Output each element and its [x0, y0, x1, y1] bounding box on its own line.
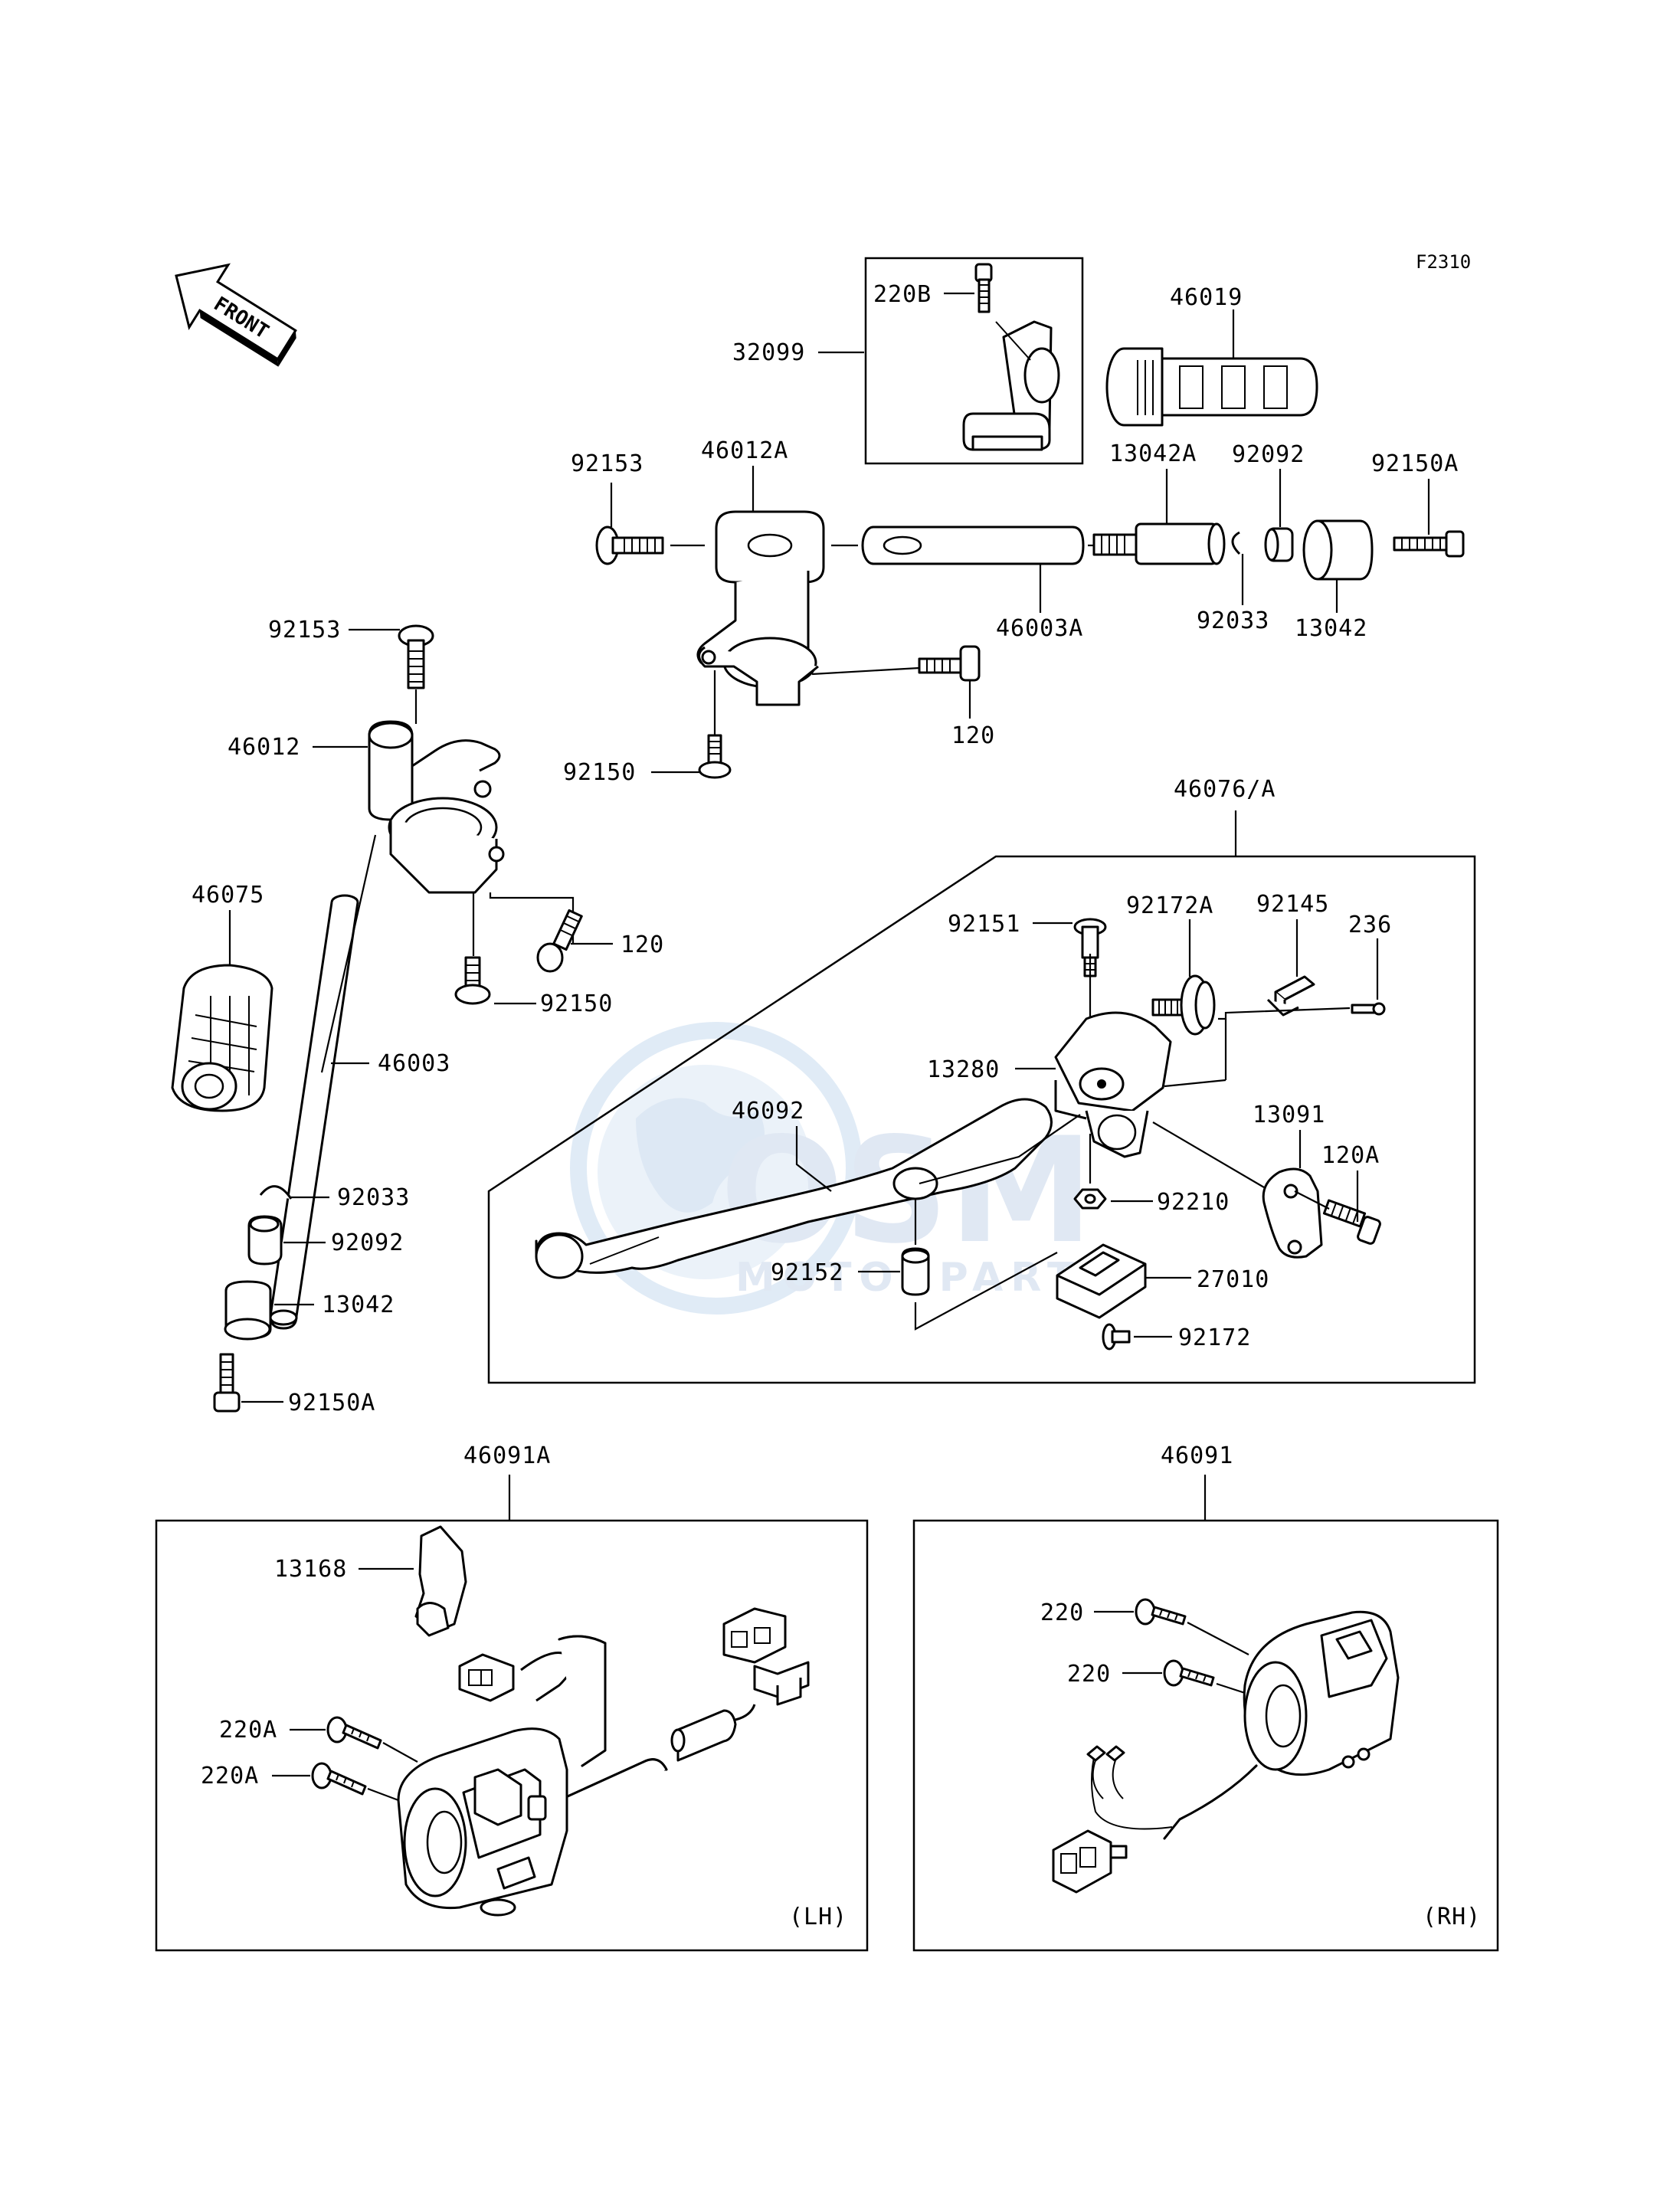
throttle-pulley — [962, 320, 1060, 451]
label-46012A: 46012A — [701, 437, 788, 464]
label-92153-top: 92153 — [571, 450, 644, 477]
screw-220-b — [1163, 1659, 1215, 1687]
rh-side-label: (RH) — [1423, 1904, 1481, 1930]
label-92092-top: 92092 — [1232, 441, 1305, 468]
label-236: 236 — [1348, 912, 1392, 938]
label-32099: 32099 — [732, 339, 805, 366]
clamp-46012 — [368, 720, 505, 894]
screw-220A-a — [326, 1716, 382, 1750]
grip-46075 — [171, 964, 273, 1112]
label-46075: 46075 — [192, 882, 264, 909]
weight-13042A — [1092, 522, 1226, 565]
bolt-120-left — [536, 909, 583, 973]
bolt-92150A-top — [1393, 530, 1465, 558]
label-46092: 46092 — [732, 1098, 804, 1125]
label-220B: 220B — [873, 281, 932, 308]
rh-wiring-harness — [1052, 1745, 1258, 1894]
label-92150-top: 92150 — [563, 759, 636, 786]
label-46003: 46003 — [378, 1050, 450, 1077]
weight-13042-top — [1302, 519, 1374, 581]
bushing-92152 — [901, 1247, 930, 1296]
label-92151: 92151 — [948, 911, 1020, 938]
bar-46003 — [269, 894, 359, 1330]
clutch-lever-box — [487, 855, 1476, 1384]
label-13042A: 13042A — [1109, 440, 1197, 467]
lh-switch-housing — [397, 1727, 568, 1917]
label-92150-left: 92150 — [540, 990, 613, 1017]
label-46091A: 46091A — [463, 1442, 551, 1469]
screw-220A-b — [311, 1762, 367, 1796]
label-92150A-top: 92150A — [1371, 450, 1459, 477]
screw-92172 — [1102, 1323, 1131, 1351]
label-92092-left: 92092 — [331, 1229, 404, 1256]
weight-13042-left — [224, 1280, 272, 1341]
label-46019: 46019 — [1170, 284, 1243, 311]
label-92150A-left: 92150A — [288, 1390, 375, 1416]
label-92033-left: 92033 — [337, 1184, 410, 1211]
label-92172: 92172 — [1178, 1324, 1251, 1351]
label-13280: 13280 — [927, 1056, 1000, 1083]
label-46076A: 46076/A — [1174, 776, 1276, 803]
damper-92092-left — [247, 1215, 283, 1265]
nut-92210 — [1073, 1188, 1107, 1210]
rh-switch-housing — [1243, 1610, 1400, 1776]
bolt-120-top — [918, 645, 981, 682]
label-220-a: 220 — [1040, 1599, 1084, 1626]
lh-switch-box — [155, 1519, 869, 1952]
label-13091: 13091 — [1253, 1102, 1325, 1128]
label-46012: 46012 — [228, 734, 300, 761]
label-92172A: 92172A — [1126, 892, 1213, 919]
clamp-13091 — [1262, 1167, 1323, 1259]
bolt-92151 — [1073, 918, 1107, 977]
label-92153-left: 92153 — [268, 617, 341, 643]
label-46091: 46091 — [1161, 1442, 1233, 1469]
label-46003A: 46003A — [996, 615, 1083, 642]
label-220-b: 220 — [1067, 1661, 1111, 1688]
figure-code: F2310 — [1416, 251, 1471, 273]
screw-236 — [1351, 1002, 1386, 1016]
label-92145: 92145 — [1256, 891, 1329, 918]
label-120-left: 120 — [621, 932, 664, 958]
adjuster-92172A — [1151, 974, 1216, 1036]
grip-46019 — [1105, 347, 1318, 427]
label-13168: 13168 — [274, 1556, 347, 1583]
spring-92145 — [1266, 975, 1315, 1017]
bolt-92150-left — [454, 956, 491, 1005]
switch-27010 — [1056, 1243, 1147, 1319]
label-92210: 92210 — [1157, 1189, 1230, 1216]
bolt-92153-left — [398, 624, 434, 689]
throttle-cable-box — [864, 257, 1084, 465]
front-arrow-icon: FRONT — [175, 263, 297, 367]
label-13042-top: 13042 — [1295, 615, 1367, 642]
bolt-92150A-left — [213, 1353, 241, 1413]
screw-220-a — [1135, 1598, 1187, 1626]
lh-wiring-harness — [458, 1607, 810, 1802]
clamp-46012A — [696, 510, 825, 706]
rh-switch-box — [912, 1519, 1499, 1952]
bolt-92150-top — [698, 734, 732, 779]
label-27010: 27010 — [1197, 1266, 1269, 1293]
label-13042-left: 13042 — [322, 1292, 395, 1318]
holder-13280 — [1054, 1011, 1172, 1158]
bar-46003A — [861, 526, 1085, 565]
circlip-92033-left — [259, 1185, 293, 1200]
cover-13168 — [414, 1525, 467, 1637]
label-220A-b: 220A — [201, 1763, 259, 1789]
label-92033-top: 92033 — [1197, 607, 1269, 634]
lh-side-label: (LH) — [789, 1904, 847, 1930]
label-120-top: 120 — [951, 722, 995, 749]
damper-92092-top — [1264, 527, 1294, 562]
label-92152: 92152 — [771, 1259, 843, 1286]
circlip-92033-top — [1231, 531, 1241, 555]
bolt-92153-top — [595, 526, 664, 565]
label-220A-a: 220A — [219, 1717, 277, 1744]
screw-220B — [974, 263, 993, 313]
bolt-120A — [1322, 1199, 1381, 1245]
label-120A: 120A — [1321, 1142, 1380, 1169]
